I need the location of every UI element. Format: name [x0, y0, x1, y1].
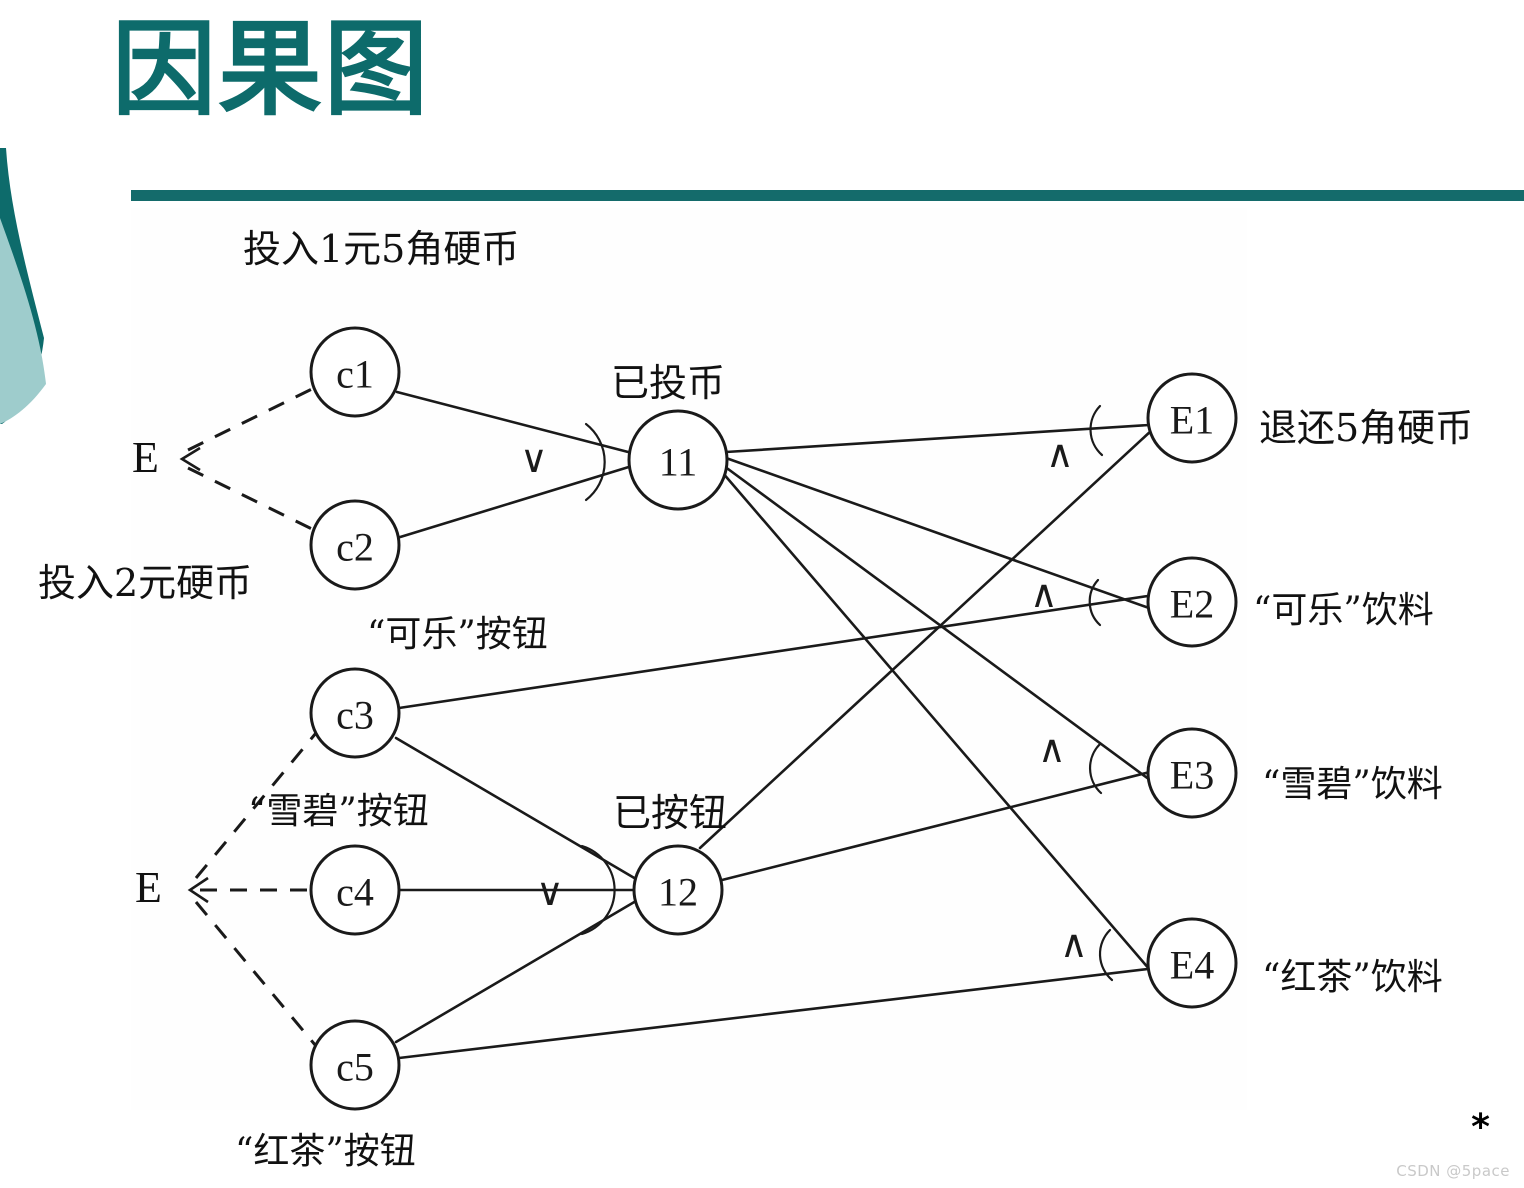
node-c2[interactable] — [309, 499, 401, 591]
caption-node-12: 已按钮 — [613, 791, 728, 835]
edge-11-E3 — [722, 464, 1152, 782]
exclusive-constraint-bottom: E — [135, 863, 162, 912]
node-c1[interactable] — [309, 326, 401, 418]
edge-12-E3 — [720, 770, 1152, 882]
and-arc-e3 — [1088, 742, 1103, 795]
constraint-bottom-arrowhead — [187, 876, 209, 904]
node-c3-label: c3 — [336, 693, 374, 738]
or-operator-12: ∨ — [536, 872, 564, 914]
and-arc-e1 — [1089, 404, 1104, 457]
watermark: CSDN @5pace — [1396, 1162, 1510, 1180]
caption-E3: “雪碧”饮料 — [1262, 764, 1443, 805]
caption-c2: 投入2元硬币 — [38, 561, 253, 605]
edge-c3-E2 — [397, 594, 1150, 710]
node-11-label: 11 — [659, 440, 698, 485]
title-divider — [131, 190, 1524, 201]
and-operator-e3: ∧ — [1038, 729, 1066, 771]
and-operator-e4: ∧ — [1060, 924, 1088, 966]
and-arc-e4 — [1098, 928, 1114, 982]
edge-c3-12 — [394, 736, 638, 881]
node-E2-label: E2 — [1170, 582, 1214, 627]
node-c1-label: c1 — [336, 352, 374, 397]
node-12-label: 12 — [658, 870, 698, 915]
caption-c4: “雪碧”按钮 — [248, 791, 429, 832]
node-E4[interactable] — [1146, 917, 1238, 1009]
constraint-top-to-c2 — [187, 466, 315, 532]
constraint-top-arrowhead — [179, 446, 201, 472]
node-E3-label: E3 — [1170, 753, 1214, 798]
constraint-bottom-to-c5 — [194, 901, 318, 1047]
or-arc-12 — [580, 844, 616, 936]
caption-E4: “红茶”饮料 — [1262, 957, 1443, 998]
node-c5-label: c5 — [336, 1045, 374, 1090]
edge-11-E4 — [720, 470, 1152, 972]
caption-node-11: 已投币 — [611, 361, 726, 405]
node-E1[interactable] — [1146, 372, 1238, 464]
and-operator-e2: ∧ — [1030, 574, 1058, 616]
and-arc-e2 — [1088, 578, 1102, 627]
node-E4-label: E4 — [1170, 943, 1214, 988]
caption-E1: 退还5角硬币 — [1259, 406, 1474, 450]
node-E1-label: E1 — [1170, 398, 1214, 443]
edge-11-E1 — [724, 423, 1151, 454]
node-E2[interactable] — [1146, 556, 1238, 648]
caption-c3: “可乐”按钮 — [367, 614, 548, 655]
node-c5[interactable] — [309, 1019, 401, 1111]
or-arc-11 — [584, 422, 606, 502]
and-operator-e1: ∧ — [1046, 434, 1074, 476]
edge-11-E2 — [724, 456, 1151, 610]
node-11[interactable] — [627, 409, 729, 511]
caption-c1: 投入1元5角硬币 — [243, 227, 520, 271]
constraint-top-to-c1 — [187, 386, 315, 452]
footer-asterisk: * — [1471, 1107, 1490, 1148]
edge-12-E1 — [698, 428, 1154, 850]
constraint-bottom-to-c3 — [194, 732, 318, 879]
node-c4[interactable] — [309, 844, 401, 936]
or-operator-11: ∨ — [520, 439, 548, 481]
edge-c5-E4 — [397, 967, 1150, 1060]
node-c3[interactable] — [309, 667, 401, 759]
edge-c2-11 — [395, 464, 634, 540]
edge-c1-11 — [395, 390, 634, 455]
caption-E2: “可乐”饮料 — [1253, 590, 1434, 631]
node-c4-label: c4 — [336, 870, 374, 915]
exclusive-constraint-top: E — [132, 433, 159, 482]
page-title: 因果图 — [112, 8, 431, 130]
node-c2-label: c2 — [336, 525, 374, 570]
edge-c5-12 — [394, 899, 638, 1044]
node-12[interactable] — [632, 844, 724, 936]
node-E3[interactable] — [1146, 727, 1238, 819]
caption-c5: “红茶”按钮 — [235, 1131, 416, 1172]
